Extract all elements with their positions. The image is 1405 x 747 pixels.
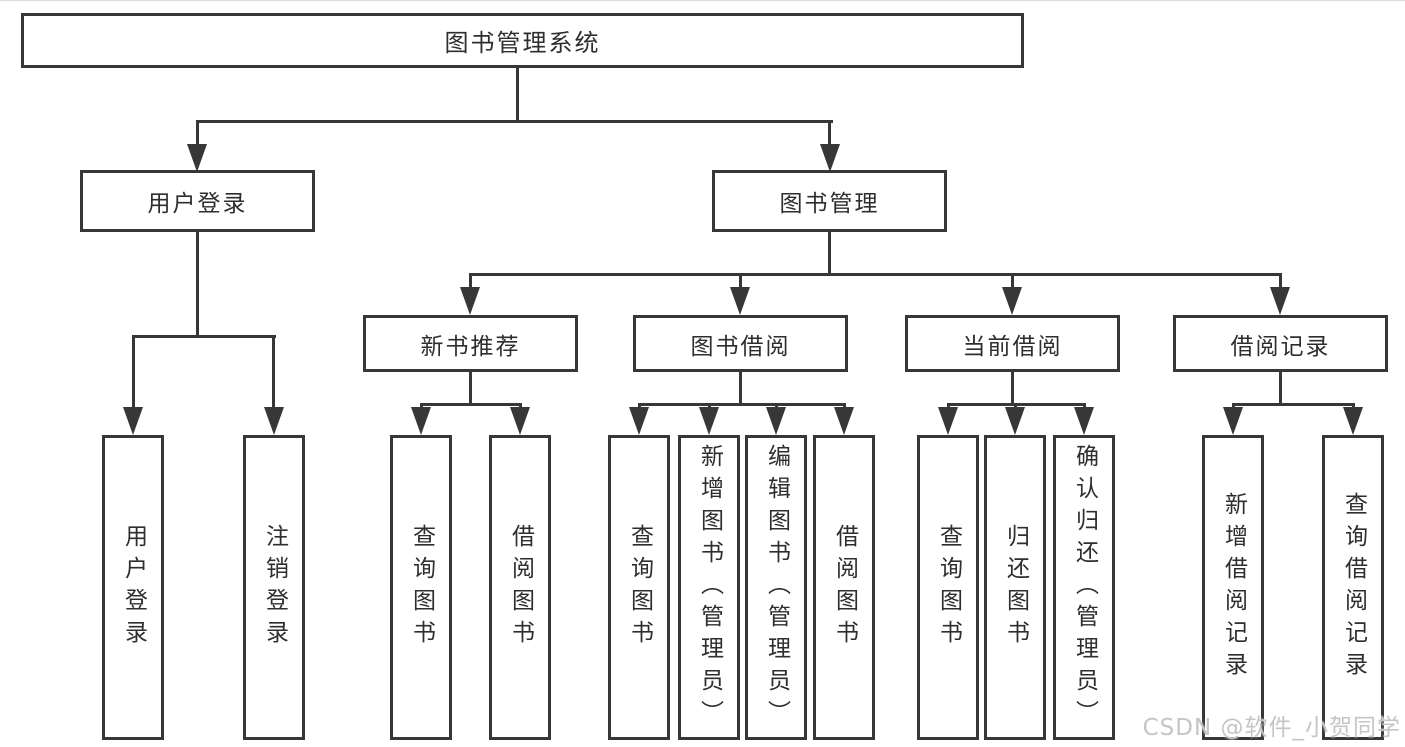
arrowhead-down-icon — [1002, 287, 1022, 315]
arrowhead-down-icon — [1005, 407, 1025, 435]
leaf-label: 查询借阅记录 — [1340, 491, 1367, 684]
node-new-book-recommend: 新书推荐 — [363, 315, 578, 372]
leaf-label: 编辑图书（管理员） — [763, 443, 790, 732]
leaf-label: 注销登录 — [261, 523, 288, 652]
leaf-query-borrow-record: 查询借阅记录 — [1322, 435, 1384, 740]
node-borrow-records: 借阅记录 — [1173, 315, 1388, 372]
arrowhead-down-icon — [699, 407, 719, 435]
connector-line — [196, 120, 833, 123]
leaf-label: 借阅图书 — [507, 523, 534, 652]
connector-line — [469, 372, 472, 403]
leaf-add-books-admin: 新增图书（管理员） — [678, 435, 740, 740]
leaf-label: 新增借阅记录 — [1220, 491, 1247, 684]
connector-line — [1232, 403, 1355, 406]
leaf-borrow-books-recommend: 借阅图书 — [489, 435, 551, 740]
leaf-edit-books-admin: 编辑图书（管理员） — [745, 435, 807, 740]
leaf-label: 查询图书 — [408, 523, 435, 652]
leaf-label: 查询图书 — [626, 523, 653, 652]
node-book-management: 图书管理 — [712, 170, 947, 232]
node-root: 图书管理系统 — [21, 13, 1024, 68]
leaf-label: 用户登录 — [120, 523, 147, 652]
connector-line — [828, 232, 831, 273]
connector-line — [132, 335, 276, 338]
arrowhead-down-icon — [411, 407, 431, 435]
leaf-borrow-books: 借阅图书 — [813, 435, 875, 740]
leaf-label: 归还图书 — [1002, 523, 1029, 652]
arrowhead-down-icon — [730, 287, 750, 315]
leaf-add-borrow-record: 新增借阅记录 — [1202, 435, 1264, 740]
connector-line — [132, 335, 135, 409]
connector-line — [1279, 273, 1282, 289]
arrowhead-down-icon — [1223, 407, 1243, 435]
leaf-logout: 注销登录 — [243, 435, 305, 740]
connector-line — [469, 273, 1282, 276]
connector-line — [1011, 372, 1014, 403]
arrowhead-down-icon — [510, 407, 530, 435]
leaf-label: 确认归还（管理员） — [1071, 443, 1098, 732]
leaf-query-books-current: 查询图书 — [917, 435, 979, 740]
arrowhead-down-icon — [820, 144, 840, 172]
connector-line — [196, 120, 199, 148]
connector-line — [420, 403, 522, 406]
connector-line — [196, 232, 199, 335]
connector-line — [739, 273, 742, 289]
arrowhead-down-icon — [1270, 287, 1290, 315]
connector-line — [739, 372, 742, 403]
leaf-return-books: 归还图书 — [984, 435, 1046, 740]
leaf-confirm-return-admin: 确认归还（管理员） — [1053, 435, 1115, 740]
leaf-query-books-recommend: 查询图书 — [390, 435, 452, 740]
connector-line — [638, 403, 846, 406]
connector-line — [828, 120, 831, 148]
arrowhead-down-icon — [460, 287, 480, 315]
csdn-watermark: CSDN @软件_小贺同学 — [1142, 715, 1401, 741]
connector-line — [1011, 273, 1014, 289]
leaf-label: 查询图书 — [935, 523, 962, 652]
arrowhead-down-icon — [123, 407, 143, 435]
arrowhead-down-icon — [1343, 407, 1363, 435]
node-current-borrow: 当前借阅 — [905, 315, 1120, 372]
page-edge-line — [0, 0, 1405, 1]
connector-line — [272, 335, 275, 409]
arrowhead-down-icon — [938, 407, 958, 435]
leaf-label: 借阅图书 — [831, 523, 858, 652]
node-user-login: 用户登录 — [80, 170, 315, 232]
arrowhead-down-icon — [187, 144, 207, 172]
connector-line — [469, 273, 472, 289]
leaf-user-login: 用户登录 — [102, 435, 164, 740]
connector-line — [516, 68, 519, 120]
leaf-query-books-borrow: 查询图书 — [608, 435, 670, 740]
arrowhead-down-icon — [629, 407, 649, 435]
arrowhead-down-icon — [766, 407, 786, 435]
leaf-label: 新增图书（管理员） — [696, 443, 723, 732]
arrowhead-down-icon — [834, 407, 854, 435]
connector-line — [1279, 372, 1282, 403]
arrowhead-down-icon — [264, 407, 284, 435]
node-book-borrow: 图书借阅 — [633, 315, 848, 372]
arrowhead-down-icon — [1074, 407, 1094, 435]
